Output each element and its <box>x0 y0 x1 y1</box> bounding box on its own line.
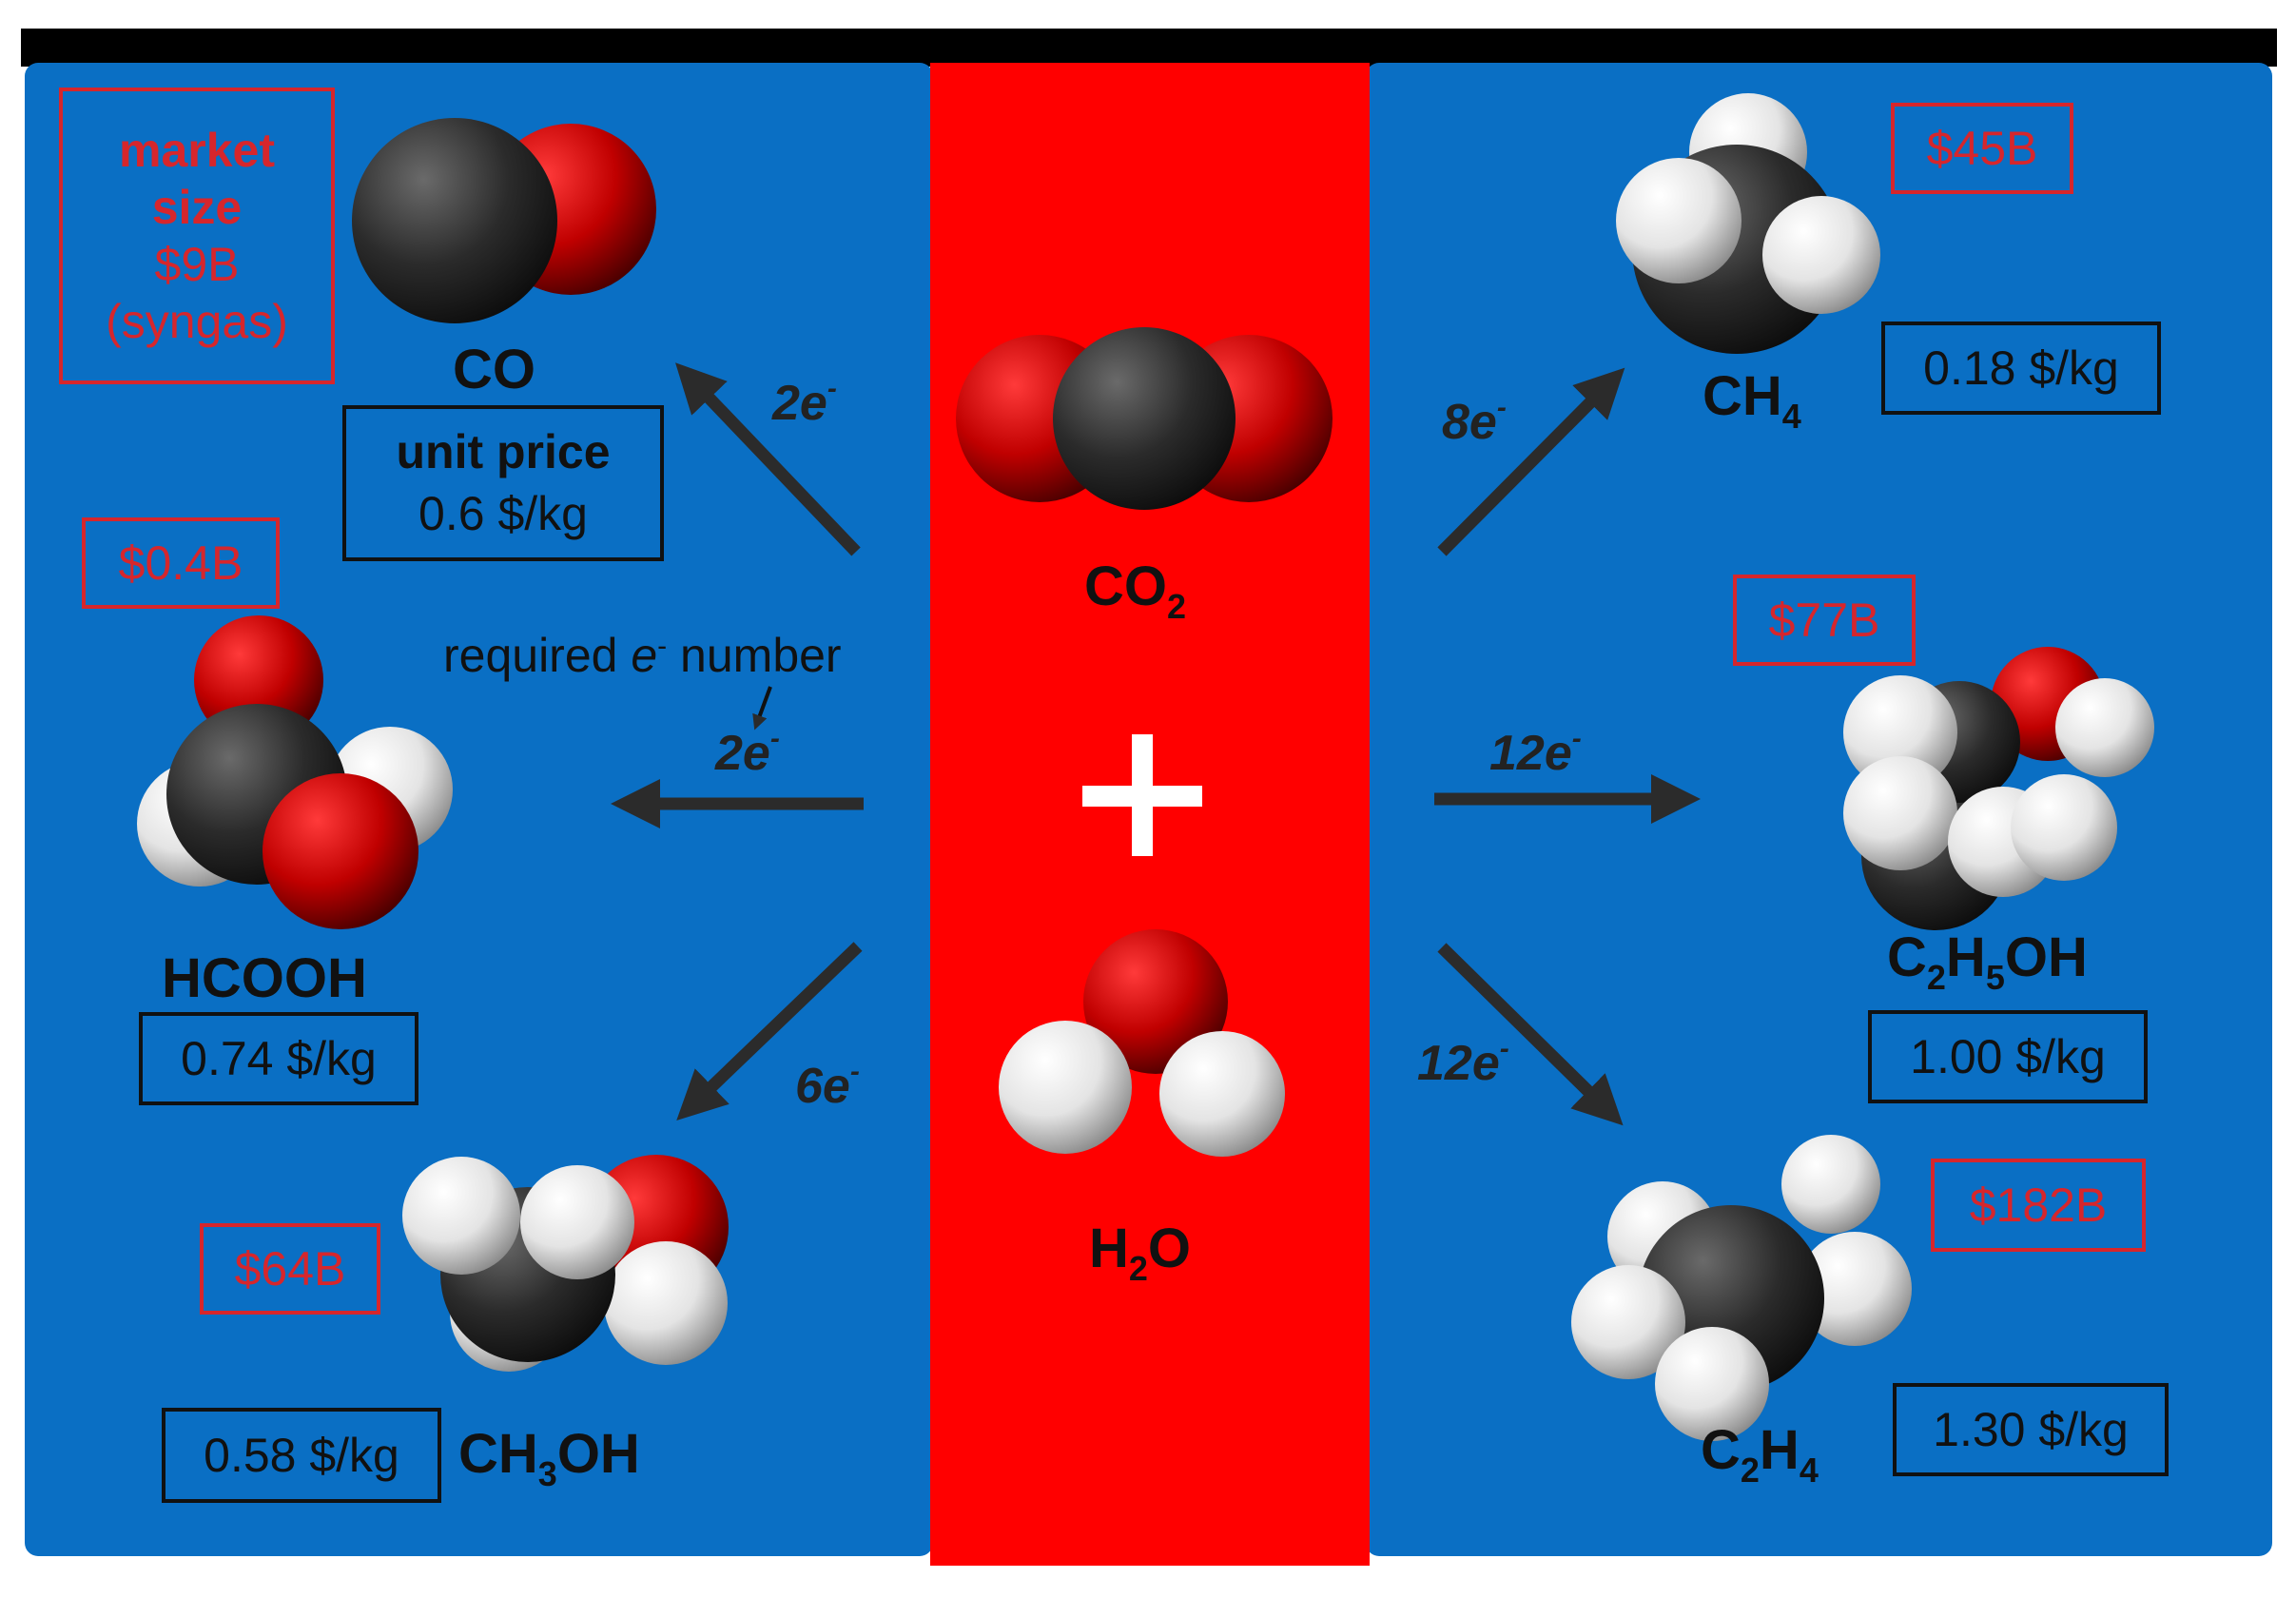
c2h4-market-box: $182B <box>1931 1159 2146 1252</box>
ch4-label: CH4 <box>1703 365 1801 436</box>
arrow-to-ch4 <box>1437 367 1625 556</box>
electron-count-hcooh: 2e- <box>715 723 780 781</box>
ch3oh-label: CH3OH <box>458 1423 640 1493</box>
c2h5oh-market-box: $77B <box>1733 575 1916 666</box>
c2h4-molecule <box>1571 1135 1912 1441</box>
c2h5oh-label: C2H5OH <box>1887 926 2088 997</box>
h2o-molecule <box>999 929 1285 1157</box>
unit-price-legend-box: unit price 0.6 $/kg <box>342 405 664 561</box>
required-electron-number-label: required e- number <box>443 629 842 682</box>
hcooh-market-box: $0.4B <box>82 517 280 609</box>
c2h4-price-box: 1.30 $/kg <box>1893 1383 2169 1476</box>
electron-count-ch3oh: 6e- <box>795 1056 860 1114</box>
electron-count-co: 2e- <box>772 373 837 431</box>
co2-label: CO2 <box>1084 555 1187 626</box>
co-molecule <box>352 118 656 323</box>
c2h4-label: C2H4 <box>1701 1419 1819 1490</box>
market-size-legend-box: market size $9B (syngas) <box>59 88 335 384</box>
arrow-to-ch3oh <box>676 942 863 1121</box>
top-black-bar <box>21 29 2277 67</box>
ch4-market-box: $45B <box>1891 103 2073 194</box>
hcooh-price-box: 0.74 $/kg <box>139 1012 418 1105</box>
hcooh-label: HCOOH <box>162 947 367 1009</box>
ch3oh-market-box: $64B <box>200 1223 380 1315</box>
ch3oh-price-box: 0.58 $/kg <box>162 1408 441 1503</box>
hcooh-molecule <box>137 615 453 929</box>
co-label: CO <box>453 339 535 400</box>
arrow-to-c2h4 <box>1437 943 1624 1126</box>
electron-count-ch4: 8e- <box>1442 392 1507 450</box>
h2o-label: H2O <box>1089 1218 1192 1288</box>
plus-sign <box>1082 734 1202 856</box>
ch3oh-molecule <box>402 1155 729 1372</box>
ch4-price-box: 0.18 $/kg <box>1881 322 2161 415</box>
required-pointer-arrow <box>752 686 772 731</box>
arrows <box>611 362 1701 1126</box>
electron-count-c2h4: 12e- <box>1417 1033 1509 1091</box>
right-panel <box>1366 63 2272 1556</box>
co2-molecule <box>956 327 1333 510</box>
arrow-to-co <box>675 362 861 556</box>
electron-count-c2h5oh: 12e- <box>1489 723 1582 781</box>
ch4-molecule <box>1616 93 1880 354</box>
c2h5oh-molecule <box>1843 647 2154 930</box>
c2h5oh-price-box: 1.00 $/kg <box>1868 1010 2148 1103</box>
